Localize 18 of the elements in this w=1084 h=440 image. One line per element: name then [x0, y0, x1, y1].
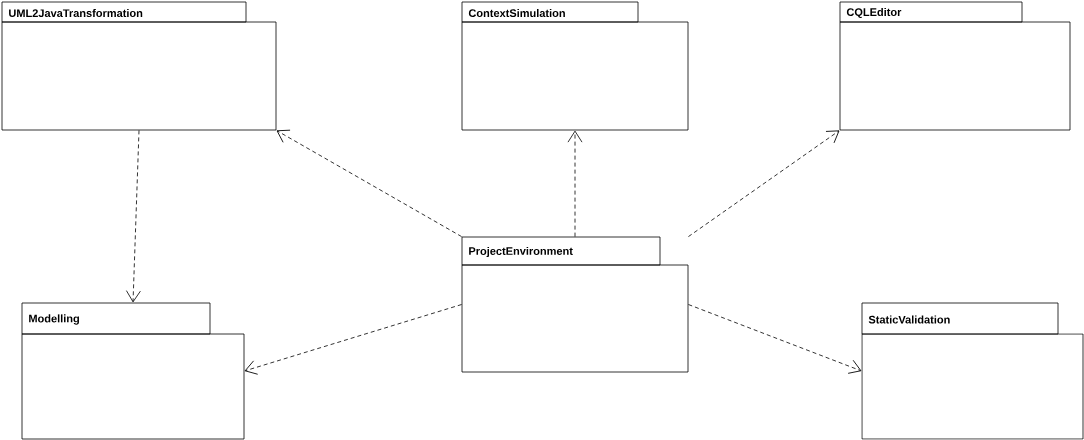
- node-label: ProjectEnvironment: [469, 246, 573, 258]
- package: ProjectEnvironment: [461, 236, 689, 373]
- dependency-arrow: [244, 304, 462, 375]
- node-label: UML2JavaTransformation: [9, 8, 143, 18]
- node-label: ContextSimulation: [468, 8, 565, 18]
- node-label: CQLEditor: [846, 7, 902, 19]
- package: UML2JavaTransformation: [1, 1, 277, 131]
- dependency-arrow: [276, 129, 462, 237]
- dependency-arrow: [567, 130, 583, 237]
- dependency-arrow: [688, 130, 840, 237]
- dependency-arrow: [126, 130, 141, 303]
- package: ContextSimulation: [461, 1, 689, 131]
- node-label: Modelling: [29, 314, 79, 325]
- package: StaticValidation: [861, 302, 1084, 440]
- node-label: StaticValidation: [868, 315, 950, 324]
- package: Modelling: [21, 302, 245, 440]
- package: CQLEditor: [839, 1, 1071, 131]
- dependency-arrow: [688, 304, 862, 374]
